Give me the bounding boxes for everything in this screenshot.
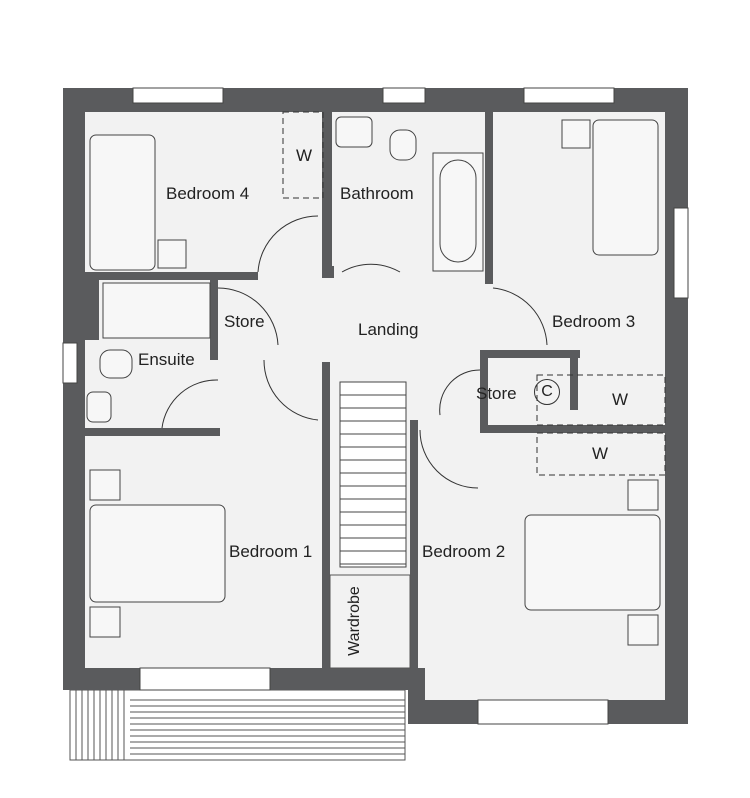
room-label-landing: Landing	[358, 320, 419, 339]
furniture	[86, 116, 661, 646]
room-label-ensuite: Ensuite	[138, 350, 195, 369]
room-label-bedroom-4: Bedroom 4	[166, 184, 250, 203]
room-label-store-2: Store	[476, 384, 517, 403]
room-label-bathroom: Bathroom	[340, 184, 414, 203]
room-label-wardrobe: Wardrobe	[345, 586, 363, 656]
staircase	[339, 381, 407, 568]
room-label-store: Store	[224, 312, 265, 331]
cylinder-label: C	[534, 379, 560, 405]
room-label-bedroom-2: Bedroom 2	[422, 542, 506, 561]
wardrobe-label-3: W	[592, 444, 609, 463]
interior-walls	[85, 112, 665, 700]
windows	[62, 87, 689, 725]
wardrobe-unit	[329, 574, 411, 669]
balcony-deck	[69, 689, 406, 761]
door-swings	[161, 111, 666, 489]
room-label-bedroom-3: Bedroom 3	[552, 312, 636, 331]
room-label-bedroom-1: Bedroom 1	[229, 542, 313, 561]
wardrobe-label-2: W	[612, 390, 629, 409]
wardrobe-label: W	[296, 146, 313, 165]
